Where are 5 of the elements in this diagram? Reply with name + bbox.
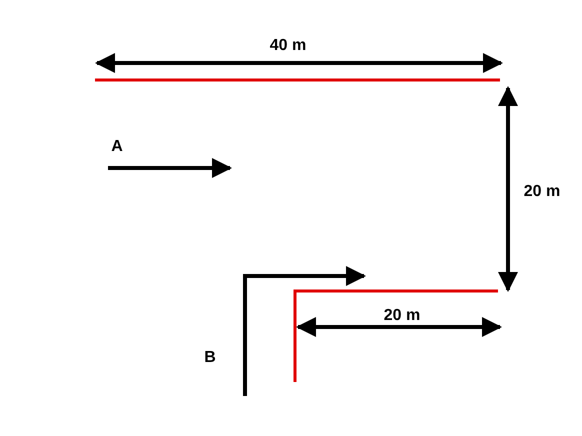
dimension-label: 40 m <box>270 37 306 55</box>
path-label: A <box>111 138 123 156</box>
dimension-label: 20 m <box>384 307 420 325</box>
dimension-label: 20 m <box>524 183 560 201</box>
path-label: B <box>204 349 216 367</box>
